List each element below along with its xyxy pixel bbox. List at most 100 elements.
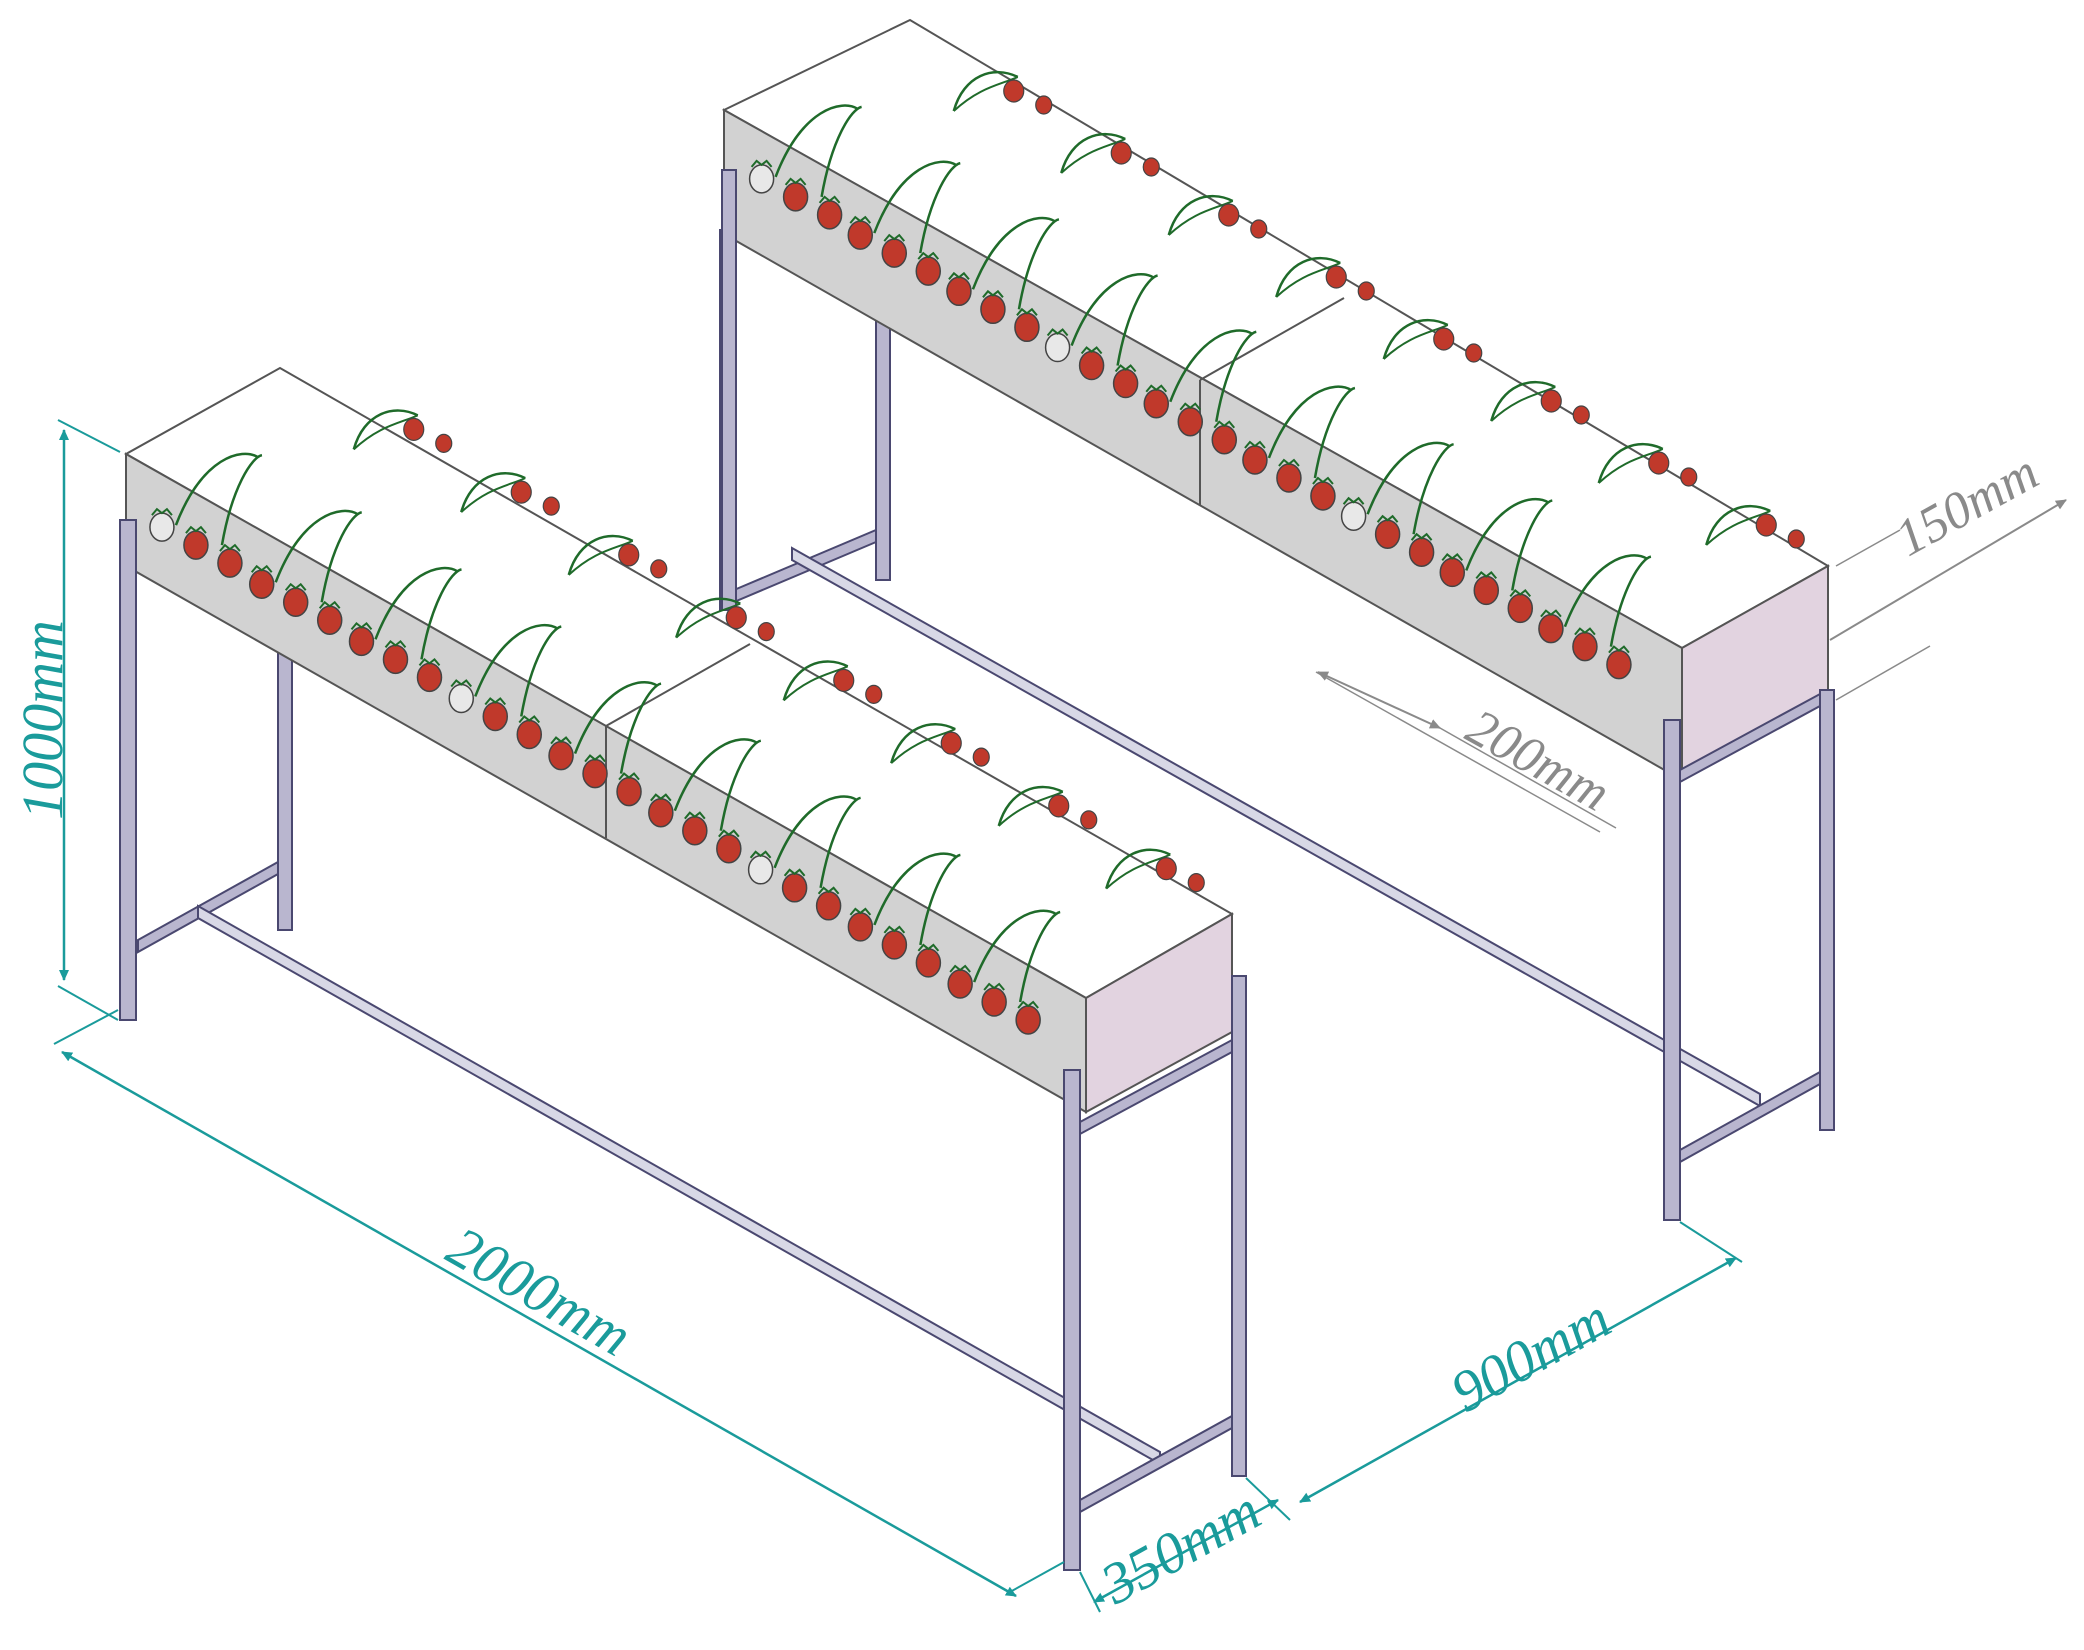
strawberry bbox=[980, 294, 1006, 325]
strawberry bbox=[1648, 451, 1670, 475]
dimension-spacing: 900mm bbox=[1299, 1221, 1743, 1504]
top-plant bbox=[567, 534, 668, 579]
strawberry bbox=[1755, 513, 1777, 537]
strawberry-calyx bbox=[1213, 420, 1236, 429]
back-unit-trough-seam bbox=[1199, 297, 1345, 381]
top-plant bbox=[952, 70, 1053, 115]
leaf bbox=[460, 472, 526, 513]
spacing-dimension-line bbox=[1299, 1256, 1737, 1504]
strawberry bbox=[316, 605, 343, 635]
strawberry-calyx bbox=[883, 233, 906, 242]
top-plant bbox=[890, 723, 990, 767]
strawberry-calyx bbox=[1342, 496, 1365, 505]
strawberry bbox=[1408, 537, 1435, 567]
strawberry-calyx bbox=[1179, 402, 1202, 411]
leaf bbox=[675, 597, 741, 638]
strawberry bbox=[747, 855, 774, 885]
strawberry bbox=[781, 873, 808, 903]
strawberry bbox=[548, 740, 574, 771]
strawberry-calyx bbox=[550, 736, 572, 745]
plant-group bbox=[1143, 329, 1257, 455]
strawberry bbox=[1276, 463, 1302, 493]
top-plant bbox=[460, 472, 560, 516]
top-plant bbox=[782, 660, 883, 704]
leaf bbox=[1597, 442, 1664, 484]
strawberry bbox=[248, 569, 275, 599]
strawberry-calyx bbox=[384, 639, 407, 648]
leaf bbox=[998, 790, 1064, 827]
leaf bbox=[353, 414, 419, 451]
top-plant bbox=[675, 597, 775, 642]
strawberry bbox=[1787, 529, 1805, 549]
strawberry bbox=[510, 480, 532, 504]
stem bbox=[520, 625, 562, 717]
strawberry-calyx bbox=[418, 657, 441, 666]
spacing-label: 900mm bbox=[1440, 1285, 1621, 1425]
strawberry bbox=[448, 683, 475, 714]
strawberry bbox=[1572, 631, 1598, 662]
strawberry bbox=[618, 543, 640, 567]
strawberry bbox=[1439, 557, 1466, 588]
plant-group bbox=[847, 160, 961, 286]
strawberry bbox=[582, 758, 608, 789]
strawberry-calyx bbox=[982, 289, 1004, 298]
strawberry bbox=[1003, 79, 1025, 103]
stem bbox=[873, 160, 957, 234]
dimension-length: 2000mm bbox=[53, 1009, 1065, 1598]
leaf bbox=[352, 409, 419, 450]
stem bbox=[1609, 555, 1652, 647]
stem bbox=[220, 453, 263, 546]
plant-group bbox=[1439, 498, 1553, 624]
front-unit-trough-seam bbox=[605, 643, 751, 727]
strawberry bbox=[1143, 389, 1170, 419]
leaf bbox=[460, 477, 526, 513]
strawberry bbox=[648, 797, 674, 828]
leaf bbox=[782, 660, 849, 701]
front-unit-crossbar-right-bottom bbox=[1079, 1414, 1233, 1514]
strawberry bbox=[1473, 575, 1500, 606]
stem bbox=[971, 216, 1056, 290]
strawberry-calyx bbox=[917, 251, 940, 260]
strawberry bbox=[149, 512, 175, 542]
strawberry bbox=[782, 182, 809, 212]
strawberry-calyx bbox=[151, 507, 173, 516]
strawberry-calyx bbox=[983, 982, 1005, 991]
back-unit-crossbar-right-top bbox=[1679, 692, 1821, 784]
plant-group bbox=[1538, 554, 1652, 680]
leaf bbox=[1705, 510, 1771, 546]
height-label: 1000mm bbox=[10, 620, 75, 820]
depth-label: 350mm bbox=[1089, 1477, 1271, 1617]
leaf bbox=[1705, 504, 1771, 546]
top-plant bbox=[1597, 442, 1698, 487]
stem bbox=[1215, 330, 1257, 422]
plant-group bbox=[548, 681, 662, 807]
strawberry-calyx bbox=[618, 772, 640, 781]
strawberry-calyx bbox=[917, 943, 940, 952]
strawberry bbox=[1540, 389, 1562, 413]
strawberry-calyx bbox=[883, 925, 906, 934]
plant-group bbox=[248, 509, 363, 635]
strawberry bbox=[1177, 407, 1204, 437]
leaf bbox=[890, 723, 956, 764]
stem bbox=[174, 452, 259, 526]
strawberry-calyx bbox=[1278, 458, 1300, 467]
strawberry-calyx bbox=[584, 754, 606, 763]
strawberry bbox=[1340, 501, 1367, 531]
strawberry bbox=[1014, 312, 1040, 343]
stem bbox=[1267, 385, 1352, 459]
top-plant bbox=[1060, 132, 1160, 177]
front-unit-leg-rear-left bbox=[277, 639, 293, 931]
stem bbox=[673, 738, 758, 812]
strawberry-calyx bbox=[849, 215, 872, 224]
strawberry-calyx bbox=[1145, 384, 1168, 393]
strawberry bbox=[1211, 425, 1238, 455]
strawberry bbox=[1078, 350, 1105, 381]
dimension-trough-height: 150mm bbox=[1829, 444, 2067, 701]
leaf bbox=[1105, 853, 1171, 890]
plant-group bbox=[448, 624, 562, 750]
stem bbox=[1465, 498, 1549, 571]
strawberry bbox=[403, 417, 425, 441]
strawberry bbox=[815, 891, 842, 921]
leaf bbox=[567, 534, 634, 576]
